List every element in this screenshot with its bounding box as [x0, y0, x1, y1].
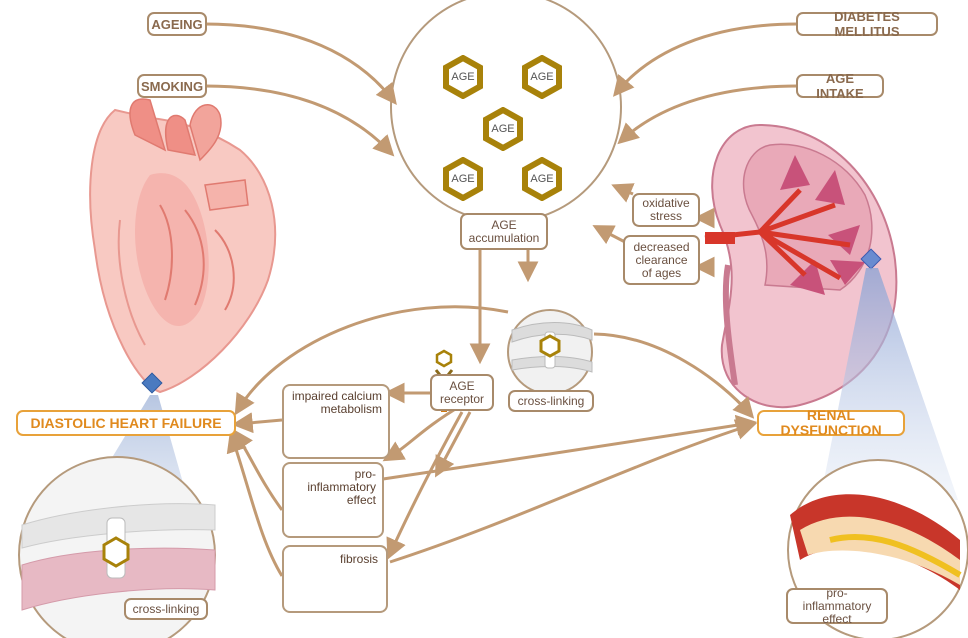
age-receptor-label: AGE receptor: [430, 374, 494, 411]
age-label: AGE: [441, 55, 485, 99]
decreased-clearance-label: decreased clearance of ages: [623, 235, 700, 285]
cross-linking-heart-label: cross-linking: [124, 598, 208, 620]
impaired-calcium-panel: impaired calcium metabolism: [282, 384, 390, 459]
age-molecule: AGE: [441, 55, 485, 99]
factor-ageing-label: AGEING: [147, 12, 207, 36]
fibrosis-label: fibrosis: [288, 553, 378, 566]
pro-inflammatory-panel: pro-inflammatory effect: [282, 462, 384, 538]
factor-age-intake-label: AGE INTAKE: [796, 74, 884, 98]
oxidative-stress-label: oxidative stress: [632, 193, 700, 227]
pro-inflammatory-label: pro-inflammatory effect: [286, 468, 376, 507]
fibrosis-panel: fibrosis: [282, 545, 388, 613]
age-label: AGE: [520, 55, 564, 99]
age-molecule: AGE: [520, 55, 564, 99]
cross-linking-center-label: cross-linking: [508, 390, 594, 412]
heart-illustration: [90, 99, 275, 393]
age-label: AGE: [520, 157, 564, 201]
age-molecule: AGE: [520, 157, 564, 201]
diastolic-heart-failure-label: DIASTOLIC HEART FAILURE: [16, 410, 236, 436]
factor-smoking-label: SMOKING: [137, 74, 207, 98]
age-molecule: AGE: [441, 157, 485, 201]
age-label: AGE: [481, 107, 525, 151]
impaired-calcium-label: impaired calcium metabolism: [286, 390, 382, 416]
age-label: AGE: [441, 157, 485, 201]
factor-diabetes-label: DIABETES MELLITUS: [796, 12, 938, 36]
age-molecule: AGE: [481, 107, 525, 151]
pro-inflammatory-kidney-label: pro-inflammatory effect: [786, 588, 888, 624]
renal-dysfunction-label: RENAL DYSFUNCTION: [757, 410, 905, 436]
age-accumulation-label: AGE accumulation: [460, 213, 548, 250]
